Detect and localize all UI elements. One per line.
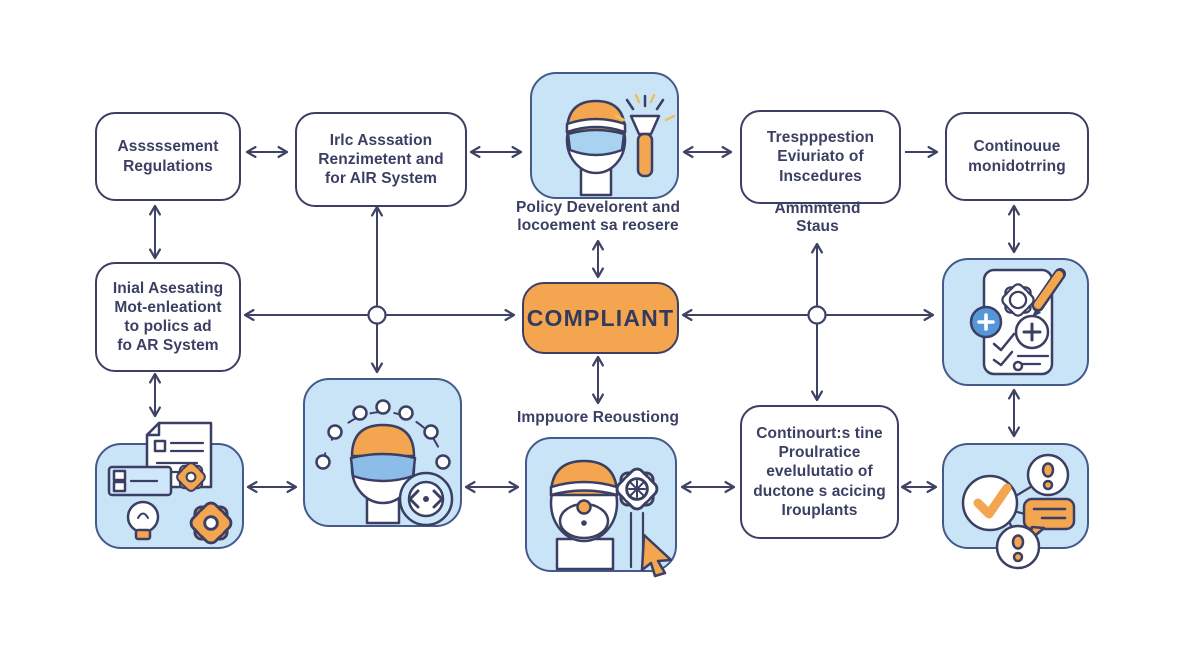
- junction-node: [367, 305, 387, 325]
- tile-feedback: [942, 443, 1089, 570]
- node-label: Irlc Asssation Renzimetent and for AlR S…: [318, 131, 444, 188]
- node-label: Continouue monidotrring: [968, 138, 1066, 175]
- documents-gears-icon: [107, 421, 236, 548]
- node-label: Trespppestion Eviuriato of Inscedures: [766, 129, 875, 185]
- caption-amend-status: Ammmtend Staus: [774, 200, 861, 236]
- tile-training: [303, 378, 462, 527]
- node-requirements: Irlc Asssation Renzimetent and for AlR S…: [295, 112, 467, 207]
- compliant-label: COMPLIANT: [526, 304, 675, 331]
- caption-policy-development: Policy Develorent and locoement sa reose…: [515, 199, 681, 235]
- node-label: Asssssement Regulations: [117, 138, 219, 175]
- compliant-node: COMPLIANT: [522, 282, 679, 354]
- node-label: Inial Asesating Mot-enleationt to polics…: [112, 279, 224, 355]
- worker-flashlight-icon: [565, 93, 676, 197]
- node-continuous-evaluation: Continourt:s tine Proulratice evelulutat…: [740, 405, 899, 539]
- node-label: Continourt:s tine Proulratice evelulutat…: [753, 424, 886, 519]
- caption-improve-reporting: Imppuore Reoustiong: [516, 409, 680, 426]
- tablet-audit-icon: [969, 268, 1066, 376]
- node-initial-assessment: Inial Asesating Mot-enleationt to polics…: [95, 262, 241, 372]
- node-inspection-evaluation: Trespppestion Eviuriato of Inscedures: [740, 110, 901, 204]
- worker-gear-ribbon-icon: [549, 459, 673, 578]
- tile-audit-report: [942, 258, 1089, 386]
- vr-headset-dots-icon: [315, 399, 454, 527]
- tile-improve: [525, 437, 677, 578]
- check-feedback-icon: [961, 453, 1076, 570]
- node-continuous-monitoring: Continouue monidotrring: [945, 112, 1089, 201]
- tile-documentation: [95, 421, 244, 549]
- node-assessment-regulations: Asssssement Regulations: [95, 112, 241, 201]
- tile-policy-development: [530, 72, 679, 199]
- junction-node: [807, 305, 827, 325]
